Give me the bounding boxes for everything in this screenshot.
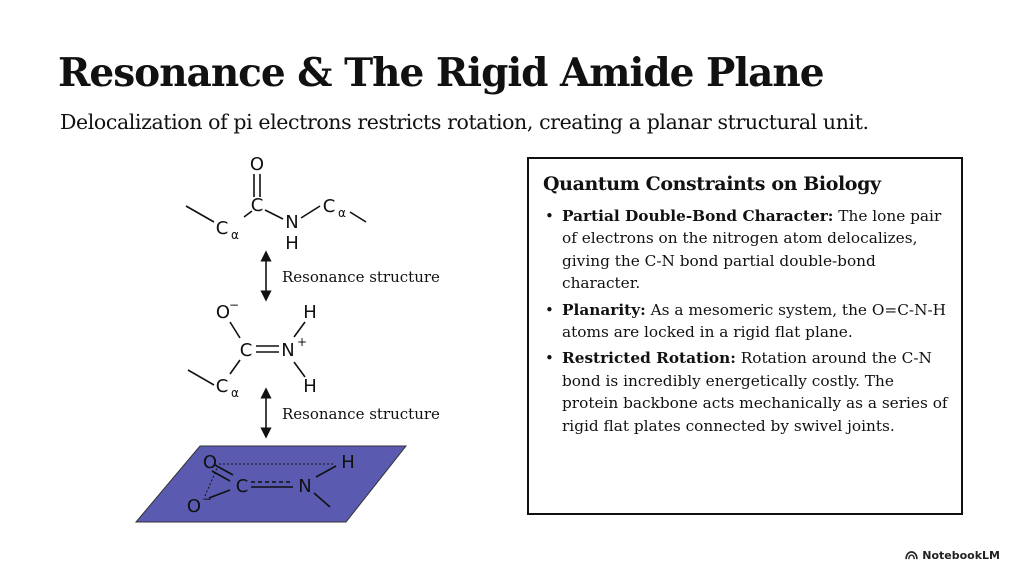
item-text: Rotation around the C-N bond is incredib… — [562, 349, 948, 435]
bond — [229, 321, 241, 339]
atom-nitrogen: N — [298, 476, 311, 497]
bullet-icon: • — [545, 300, 554, 319]
bond — [315, 465, 337, 478]
panel-title: Quantum Constraints on Biology — [543, 173, 881, 195]
atom-hydrogen: H — [285, 233, 299, 254]
plane-guide — [204, 465, 219, 497]
negative-charge: − — [202, 492, 212, 506]
atom-carbon: C — [240, 340, 253, 361]
brand-name: NotebookLM — [922, 549, 1000, 562]
atom-oxygen: O — [250, 154, 264, 175]
negative-charge: − — [229, 298, 239, 312]
amide-structure-zwitterion — [187, 321, 306, 386]
atom-oxygen: O — [187, 496, 201, 517]
bond — [349, 211, 367, 223]
atom-hydrogen: H — [303, 376, 317, 397]
notebooklm-logo-icon — [905, 551, 918, 560]
bond — [293, 321, 306, 338]
notebooklm-brand: NotebookLM — [905, 549, 1000, 562]
item-term: Planarity: — [562, 300, 646, 319]
atom-hydrogen: H — [303, 302, 317, 323]
alpha-subscript: α — [231, 228, 239, 242]
item-text: The lone pair of electrons on the nitrog… — [562, 207, 942, 293]
atom-nitrogen: N — [281, 340, 294, 361]
atom-carbon: C — [251, 195, 264, 216]
amide-atoms-planar: O C N H O − — [187, 452, 355, 517]
item-text: As a mesomeric system, the O=C-N-H atoms… — [562, 300, 946, 342]
alpha-subscript: α — [338, 206, 346, 220]
amide-resonance-diagram: O C N H C α C α Resonance structure O − … — [134, 154, 440, 523]
list-item: • Restricted Rotation: Rotation around t… — [543, 347, 949, 437]
resonance-label: Resonance structure — [282, 405, 440, 423]
item-term: Restricted Rotation: — [562, 349, 736, 368]
bond — [229, 359, 241, 375]
bond — [293, 361, 306, 378]
bond — [264, 209, 284, 220]
positive-charge: + — [297, 335, 307, 349]
constraint-list: • Partial Double-Bond Character: The lon… — [543, 205, 949, 437]
atom-carbon: C — [236, 476, 249, 497]
alpha-subscript: α — [231, 386, 239, 400]
atom-hydrogen: H — [341, 452, 355, 473]
bullet-icon: • — [545, 349, 554, 368]
quantum-constraints-panel: Quantum Constraints on Biology • Partial… — [527, 157, 963, 515]
amide-structure-planar — [204, 463, 337, 508]
bond — [185, 205, 215, 223]
amide-plane — [134, 445, 408, 523]
bond — [300, 205, 321, 219]
list-item: • Partial Double-Bond Character: The lon… — [543, 205, 949, 295]
atom-oxygen: O — [203, 452, 217, 473]
amide-structure-neutral — [185, 174, 367, 223]
atom-oxygen: O — [216, 302, 230, 323]
item-term: Partial Double-Bond Character: — [562, 207, 834, 225]
bullet-icon: • — [545, 207, 554, 225]
amide-atoms-zwitterion: O − C N + H H C α — [216, 298, 317, 400]
resonance-label: Resonance structure — [282, 268, 440, 286]
atom-nitrogen: N — [285, 212, 298, 233]
atom-carbon-alpha: C — [216, 218, 229, 239]
page-title: Resonance & The Rigid Amide Plane — [58, 50, 825, 96]
list-item: • Planarity: As a mesomeric system, the … — [543, 299, 949, 344]
bond — [187, 369, 215, 386]
bond — [243, 210, 253, 218]
page-subtitle: Delocalization of pi electrons restricts… — [60, 110, 869, 134]
atom-carbon-alpha: C — [216, 376, 229, 397]
atom-carbon-alpha: C — [323, 196, 336, 217]
amide-atoms-neutral: O C N H C α C α — [216, 154, 346, 254]
bond — [208, 489, 231, 499]
bond — [313, 492, 331, 508]
